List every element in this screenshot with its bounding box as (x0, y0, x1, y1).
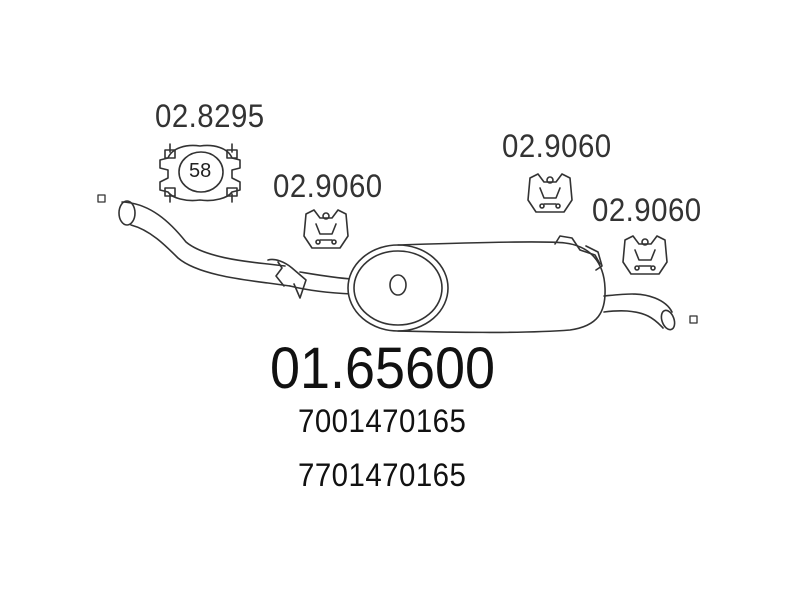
inlet-end-marker (97, 194, 106, 203)
outlet-end-marker (689, 315, 698, 324)
mount-1-part-number: 02.9060 (273, 168, 383, 204)
clamp-icon (159, 143, 241, 203)
oe-number-2: 7701470165 (298, 457, 467, 493)
rear-muffler (347, 235, 606, 334)
rubber-mount-icon (622, 235, 668, 275)
clamp-size-label: 58 (189, 160, 212, 182)
mount-2-part-number: 02.9060 (502, 128, 612, 164)
rubber-mount-icon (303, 209, 349, 249)
tail-pipe (603, 293, 676, 331)
rubber-mount-icon (527, 173, 573, 213)
oe-number-1: 7001470165 (298, 403, 467, 439)
main-part-number: 01.65600 (270, 336, 495, 401)
mount-3-part-number: 02.9060 (592, 192, 702, 228)
clamp-part-number: 02.8295 (155, 98, 265, 134)
front-pipe (118, 200, 393, 299)
